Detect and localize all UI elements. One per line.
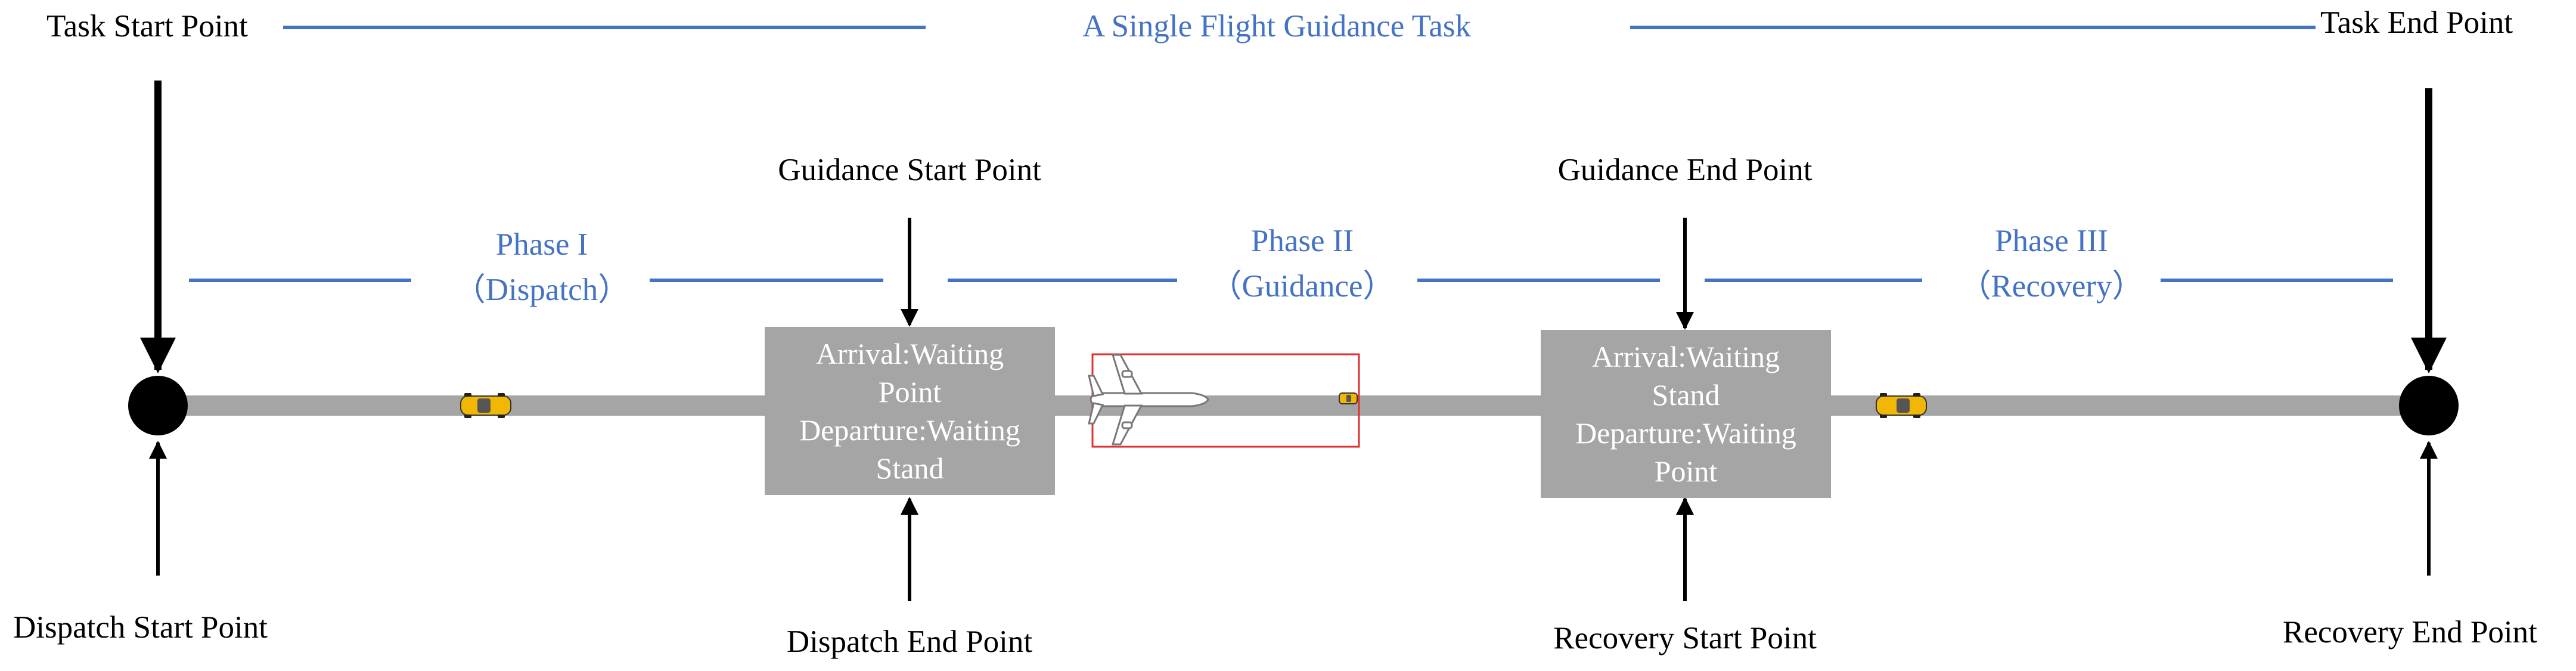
dispatch-end-label: Dispatch End Point [786,624,1033,659]
right-box-line-3: Departure:Waiting [1575,416,1796,450]
right-box-line-1: Arrival:Waiting [1591,340,1780,373]
left-box-line-3: Departure:Waiting [799,413,1020,447]
left-box-line-1: Arrival:Waiting [815,337,1004,370]
phase-1-sub: （Dispatch） [454,273,630,307]
right-box-line-2: Stand [1652,378,1720,412]
left-box-line-4: Stand [876,452,944,485]
recovery-end-label: Recovery End Point [2283,615,2537,650]
left-box-line-2: Point [878,375,942,409]
right-box-line-4: Point [1654,454,1718,488]
guidance-end-label: Guidance End Point [1557,153,1812,187]
recovery-start-label: Recovery Start Point [1553,621,1817,655]
phase-2-sub: （Guidance） [1210,269,1395,304]
left-waiting-box: Arrival:Waiting Point Departure:Waiting … [765,327,1055,495]
road [158,395,2429,416]
phase-3-name: Phase III [1995,224,2108,258]
airplane-icon [1088,354,1209,446]
task-start-node [128,376,188,435]
dispatch-start-label: Dispatch Start Point [13,610,268,645]
phase-1-name: Phase I [495,227,588,262]
phase-2-label: Phase II （Guidance） [1210,218,1394,309]
phase-3-sub: （Recovery） [1959,269,2144,304]
car-icon [1339,392,1358,404]
phase-2-name: Phase II [1250,224,1354,258]
task-start-label: Task Start Point [46,9,248,44]
task-end-node [2399,376,2459,435]
phase-1-label: Phase I （Dispatch） [454,222,629,313]
phase-3-label: Phase III （Recovery） [1959,218,2143,309]
diagram-title: A Single Flight Guidance Task [1082,9,1471,44]
guidance-start-label: Guidance Start Point [778,153,1041,187]
task-end-label: Task End Point [2320,5,2513,40]
right-waiting-box: Arrival:Waiting Stand Departure:Waiting … [1541,330,1831,498]
car-icon [460,393,511,418]
car-icon [1876,393,1927,418]
